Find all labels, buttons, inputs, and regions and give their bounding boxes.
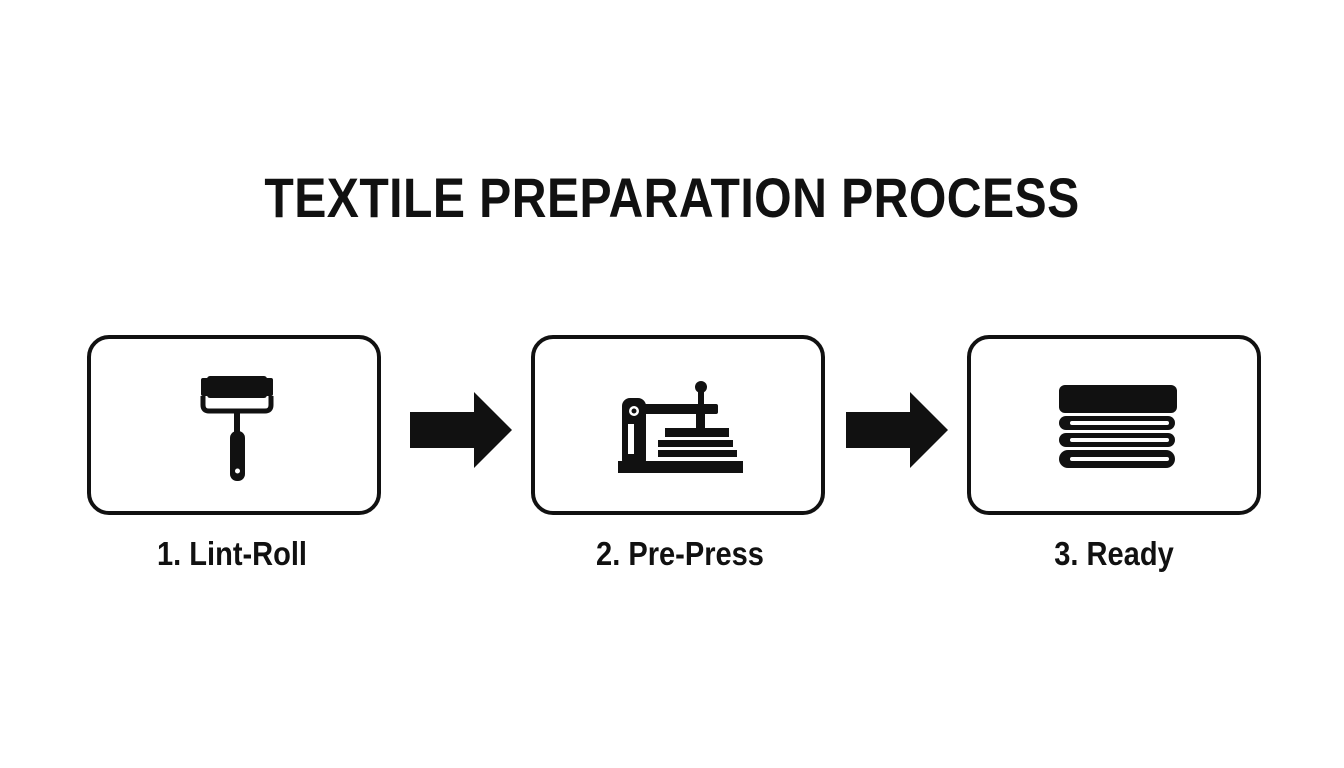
step-2-label: 2. Pre-Press <box>596 535 764 572</box>
step-3-label: 3. Ready <box>1054 535 1174 572</box>
step-3-box <box>967 335 1261 515</box>
step-2-box <box>531 335 825 515</box>
step-1-box <box>87 335 381 515</box>
lint-roller-icon <box>200 376 274 481</box>
diagram-title: TEXTILE PREPARATION PROCESS <box>264 166 1080 229</box>
heat-press-icon <box>618 381 743 473</box>
arrow-icon <box>410 392 512 468</box>
arrow-icon <box>846 392 948 468</box>
folded-stack-icon <box>1059 385 1177 468</box>
step-1-label: 1. Lint-Roll <box>156 535 308 572</box>
